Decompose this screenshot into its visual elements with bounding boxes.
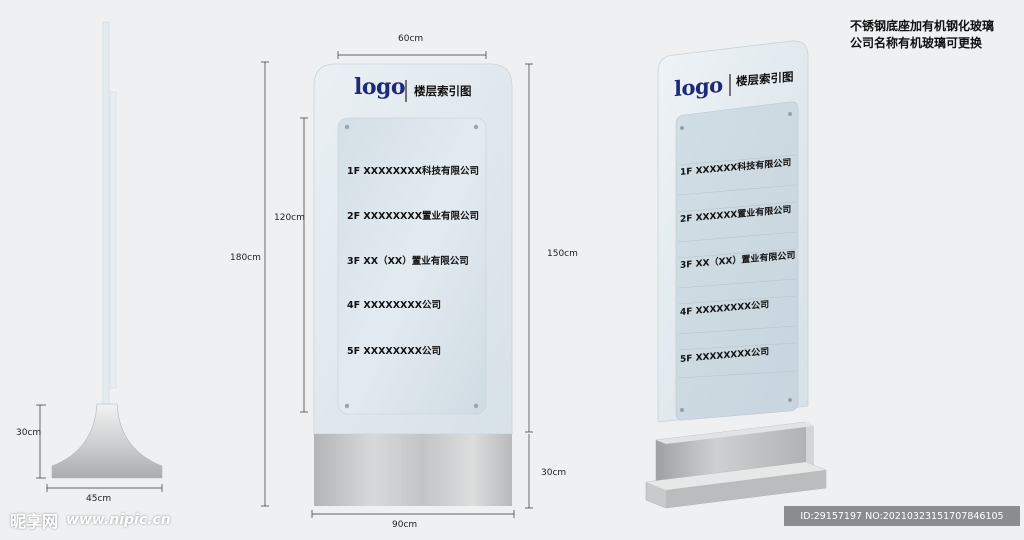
front-view-drawing <box>261 51 533 518</box>
front-sign-title: 楼层索引图 <box>414 84 472 98</box>
front-inner-plate <box>337 117 487 415</box>
side-view-drawing <box>36 21 163 492</box>
side-base-height-label: 30cm <box>16 428 42 438</box>
watermark-brand: 昵享网 www.nipic.cn <box>10 508 171 532</box>
material-notes: 不锈钢底座加有机钢化玻璃 公司名称有机玻璃可更换 <box>850 18 994 52</box>
side-flared-base <box>51 403 163 479</box>
side-view: 30cm 45cm <box>0 0 200 536</box>
watermark-brand-name: 昵享网 <box>10 512 59 531</box>
side-base-width-label: 45cm <box>86 494 112 504</box>
perspective-drawing <box>645 40 827 509</box>
front-view: logo 楼层索引图 1F XXXXXXXX科技有限公司 2F XXXXXXXX… <box>220 0 580 536</box>
front-entry-5: 5F XXXXXXXX公司 <box>347 346 442 357</box>
watermark-id-bar: ID:29157197 NO:20210323151707846105 <box>784 506 1020 526</box>
front-steel-base <box>314 434 512 506</box>
front-entry-3: 3F XX（XX）置业有限公司 <box>347 256 469 267</box>
base-height-label: 30cm <box>541 468 567 478</box>
total-height-label: 180cm <box>230 253 261 263</box>
front-entry-1: 1F XXXXXXXX科技有限公司 <box>347 166 480 177</box>
front-entry-2: 2F XXXXXXXX置业有限公司 <box>347 211 480 222</box>
perspective-inner-plate <box>675 101 799 421</box>
side-glass-edge <box>102 21 110 413</box>
inner-height-label: 120cm <box>274 213 305 223</box>
watermark-url: www.nipic.cn <box>66 512 171 528</box>
front-entry-4: 4F XXXXXXXX公司 <box>347 300 442 311</box>
perspective-logo: logo <box>674 71 723 102</box>
panel-height-label: 150cm <box>547 249 578 259</box>
watermark-id: ID:29157197 NO:20210323151707846105 <box>800 510 1004 522</box>
note-line-1: 不锈钢底座加有机钢化玻璃 <box>850 19 995 33</box>
perspective-view: logo 楼层索引图 1F XXXXXX科技有限公司 2F XXXXXX置业有限… <box>630 30 840 520</box>
side-panel-edge <box>109 91 117 389</box>
width-top-label: 60cm <box>398 34 424 44</box>
note-line-2: 公司名称有机玻璃可更换 <box>850 36 983 50</box>
front-logo: logo <box>354 74 406 100</box>
base-width-label: 90cm <box>392 520 418 530</box>
